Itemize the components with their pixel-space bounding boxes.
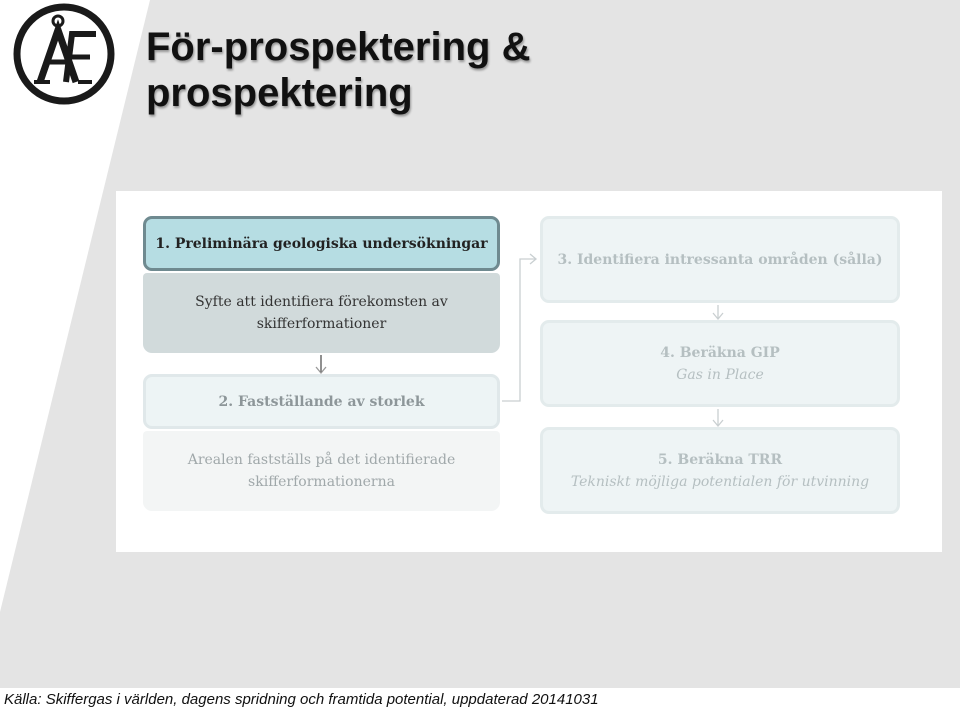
step-3-box: 3. Identifiera intressanta områden (såll…	[540, 216, 900, 303]
step-1-description-text: Syfte att identifiera förekomsten av ski…	[195, 294, 448, 332]
step-2-heading-text: 2. Fastställande av storlek	[218, 393, 425, 410]
step-5-subtitle-text: Tekniskt möjliga potentialen för utvinni…	[570, 473, 870, 490]
step-2-description-text: Arealen fastställs på det identifierade …	[187, 452, 456, 490]
step-3-heading-text: 3. Identifiera intressanta områden (såll…	[557, 251, 883, 268]
slide-title-line-2: prospektering	[146, 71, 413, 115]
step-5-heading-text: 5. Beräkna TRR	[657, 451, 783, 468]
diagram-connectors	[315, 253, 724, 428]
step-2-heading: 2. Fastställande av storlek	[143, 374, 500, 429]
step-1-heading: 1. Preliminära geologiska undersökningar	[143, 216, 500, 271]
af-logo	[13, 3, 115, 105]
step-2-description: Arealen fastställs på det identifierade …	[143, 431, 500, 511]
slide-title: För-prospektering & prospektering	[146, 24, 746, 116]
step-4-heading-text: 4. Beräkna GIP	[660, 344, 780, 361]
step-4-subtitle-text: Gas in Place	[676, 366, 764, 383]
step-1-heading-text: 1. Preliminära geologiska undersökningar	[155, 235, 488, 252]
slide-title-line-1: För-prospektering &	[146, 25, 531, 69]
step-4-box: 4. Beräkna GIP Gas in Place	[540, 320, 900, 407]
step-5-box: 5. Beräkna TRR Tekniskt möjliga potentia…	[540, 427, 900, 514]
source-citation: Källa: Skiffergas i världen, dagens spri…	[4, 691, 599, 708]
process-diagram: 1. Preliminära geologiska undersökningar…	[116, 191, 942, 552]
step-1-description: Syfte att identifiera förekomsten av ski…	[143, 273, 500, 353]
